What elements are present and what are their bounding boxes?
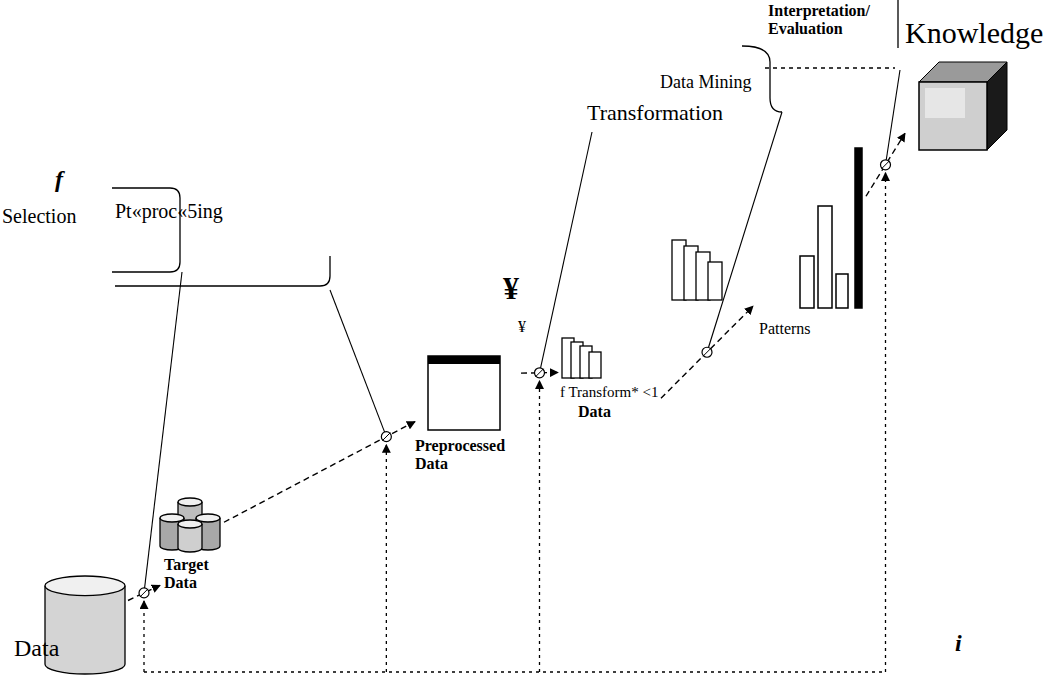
stage-icon (800, 148, 864, 310)
stacked-pages-icon (672, 240, 722, 300)
step-label: i (955, 630, 962, 658)
feedback-line (386, 445, 387, 672)
leader-line (330, 290, 386, 437)
data-stage-node: Target Data (160, 498, 224, 595)
leader-line (707, 112, 782, 352)
data-stage-node: f Transform* <1 Data (558, 338, 661, 424)
node-label: Data (578, 403, 611, 421)
step-knob (702, 347, 712, 357)
feedback-line (143, 601, 144, 672)
step-label: f (55, 166, 63, 194)
node-label: Preprocessed Data (415, 437, 519, 474)
node-label: Patterns (759, 320, 811, 338)
step-label: Selection (2, 205, 76, 228)
process-arrow (128, 585, 160, 600)
data-stage-node: Patterns (753, 148, 866, 341)
step-knob-slash (703, 348, 711, 356)
process-arrow (224, 422, 415, 523)
process-arrow (866, 133, 905, 196)
node-label: Knowledge (905, 16, 1043, 51)
node-label: f Transform* <1 (560, 384, 658, 401)
feedback-line (144, 671, 886, 672)
stage-icon (917, 60, 1009, 152)
feedback-line (885, 173, 886, 672)
process-arrow (661, 306, 753, 398)
stage-icon (562, 338, 602, 380)
interpretation-rule (765, 67, 895, 68)
interpretation-bracket (897, 0, 898, 48)
step-knob (381, 432, 391, 442)
step-knob-slash (536, 369, 544, 377)
step-label: ¥ (503, 270, 519, 307)
step-label: ¥ (518, 318, 526, 336)
step-knob (139, 588, 149, 598)
preprocessing-bracket (115, 256, 330, 286)
step-label: Pt«proc«5ing (115, 200, 223, 223)
step-knob (881, 160, 891, 170)
step-label: Transformation (587, 100, 723, 125)
leader-line (540, 132, 593, 373)
node-label: Data (14, 635, 59, 663)
step-knob-slash (382, 433, 390, 441)
step-knob-slash (140, 589, 148, 597)
step-knob-slash (882, 161, 890, 169)
step-label: Data Mining (660, 72, 752, 93)
data-stage-node: Knowledge (905, 16, 1046, 154)
step-label: Interpretation/ Evaluation (768, 2, 888, 39)
step-knob (535, 368, 545, 378)
leader-line (886, 70, 901, 165)
data-stage-node: Data (14, 575, 128, 677)
feedback-line (539, 381, 540, 672)
stage-icon (427, 355, 501, 431)
data-stage-node: Preprocessed Data (415, 355, 521, 476)
stage-icon (160, 498, 222, 554)
node-label: Target Data (164, 556, 222, 593)
